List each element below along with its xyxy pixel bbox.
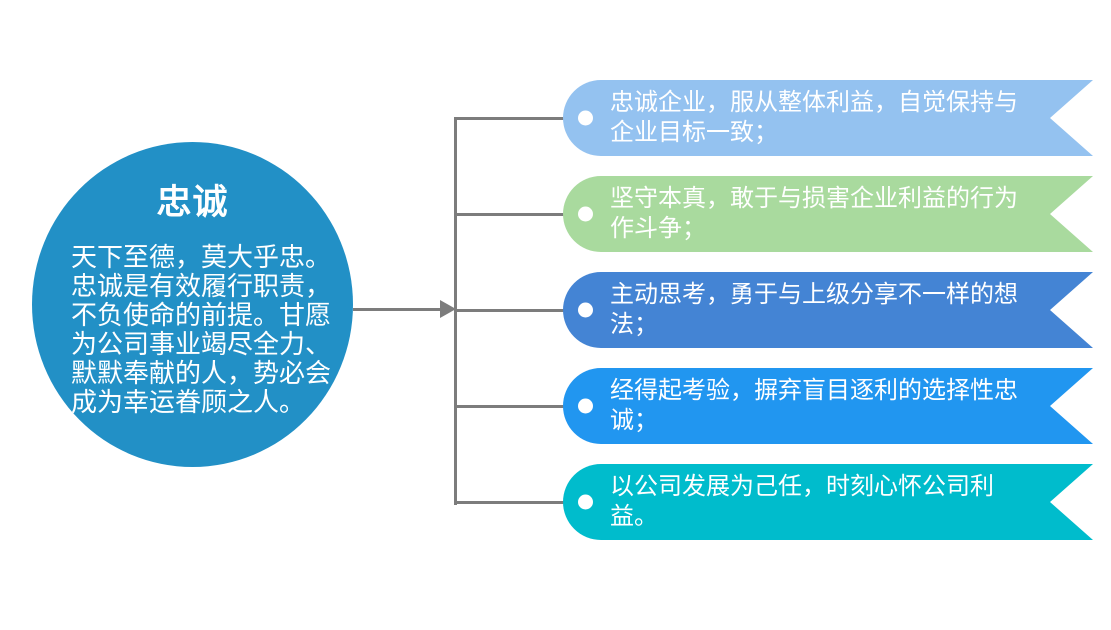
branch-banner: 忠诚企业，服从整体利益，自觉保持与企业目标一致； bbox=[563, 80, 1093, 156]
branch-label: 坚守本真，敢于与损害企业利益的行为作斗争； bbox=[610, 185, 1018, 242]
connector-branch-line bbox=[456, 117, 564, 120]
arrow-right-icon bbox=[440, 300, 456, 318]
connector-main-line bbox=[353, 308, 443, 311]
connector-branch-line bbox=[456, 213, 564, 216]
branch-banner: 经得起考验，摒弃盲目逐利的选择性忠诚； bbox=[563, 368, 1093, 444]
branch-banner: 坚守本真，敢于与损害企业利益的行为作斗争； bbox=[563, 176, 1093, 252]
bullet-icon bbox=[578, 399, 593, 414]
branch-label: 主动思考，勇于与上级分享不一样的想法； bbox=[610, 281, 1018, 338]
bullet-icon bbox=[578, 495, 593, 510]
bullet-icon bbox=[578, 207, 593, 222]
circle-body-text: 天下至德，莫大乎忠。忠诚是有效履行职责，不负使命的前提。甘愿为公司事业竭尽全力、… bbox=[71, 242, 332, 417]
bullet-icon bbox=[578, 303, 593, 318]
connector-branch-line bbox=[456, 405, 564, 408]
branch-banner: 以公司发展为己任，时刻心怀公司利益。 bbox=[563, 464, 1093, 540]
connector-branch-line bbox=[456, 309, 564, 312]
bullet-icon bbox=[578, 111, 593, 126]
branch-label: 忠诚企业，服从整体利益，自觉保持与企业目标一致； bbox=[610, 89, 1018, 146]
connector-vertical-line bbox=[454, 117, 457, 505]
branch-label: 经得起考验，摒弃盲目逐利的选择性忠诚； bbox=[610, 377, 1018, 434]
branch-banner: 主动思考，勇于与上级分享不一样的想法； bbox=[563, 272, 1093, 348]
branch-label: 以公司发展为己任，时刻心怀公司利益。 bbox=[610, 473, 994, 530]
connector-branch-line bbox=[456, 501, 564, 504]
loyalty-circle: 忠诚 天下至德，莫大乎忠。忠诚是有效履行职责，不负使命的前提。甘愿为公司事业竭尽… bbox=[32, 142, 353, 467]
circle-title: 忠诚 bbox=[156, 183, 229, 222]
